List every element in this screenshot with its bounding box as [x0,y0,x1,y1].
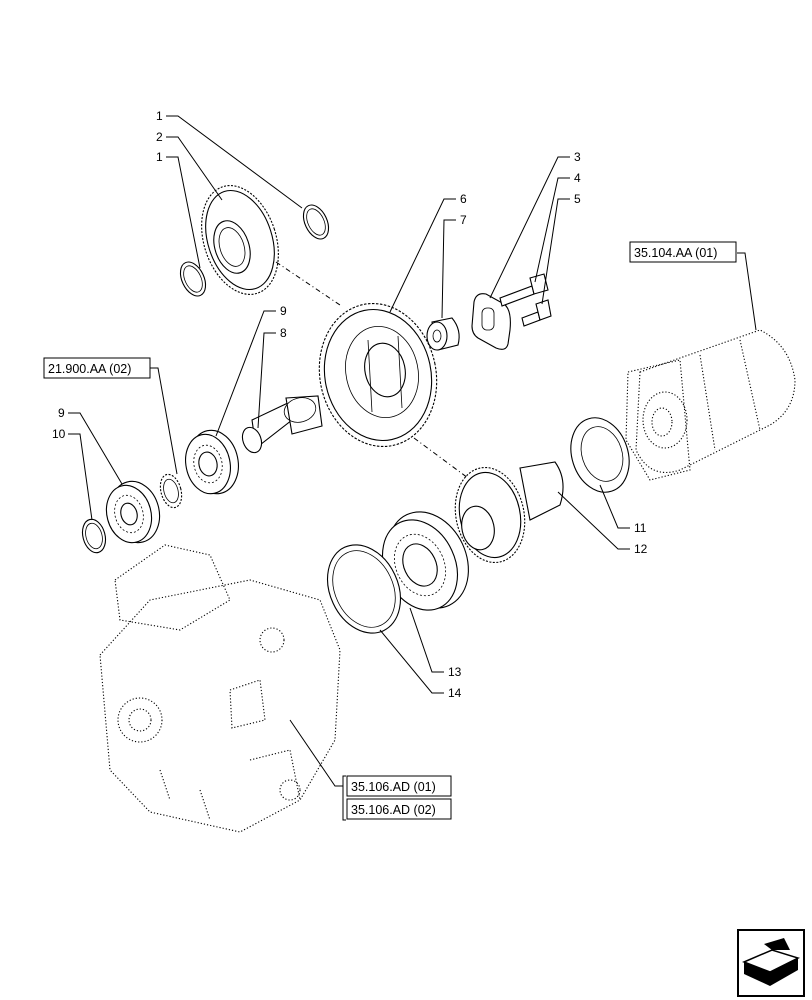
callout-8: 8 [280,326,287,340]
bushing-7 [426,317,460,351]
ref-box-35106-01[interactable]: 35.106.AD (01) [346,775,452,797]
callout-2: 2 [156,130,163,144]
callout-12: 12 [634,542,648,556]
callout-7: 7 [460,213,467,227]
bolt-5 [521,299,552,327]
snap-ring-1-right [302,204,330,240]
ghost-motor [625,329,796,481]
ring-10 [81,518,107,554]
axis-line-middle [413,437,469,479]
ring-14 [327,544,401,634]
callout-9a: 9 [280,304,287,318]
snap-ring-1-left [179,261,207,297]
callout-3: 3 [574,150,581,164]
gear-6 [318,302,438,448]
plate-3 [471,293,511,350]
callout-10: 10 [52,427,66,441]
gear-shaft-12 [454,461,564,564]
bearing-13 [382,511,469,611]
leader-lines [68,115,757,787]
shaft-8 [241,395,323,454]
bearing-9-upper [185,429,239,495]
ref-box-21900[interactable]: 21.900.AA (02) [43,357,151,379]
next-page-arrow-icon[interactable] [737,929,805,997]
bolt-4 [499,273,549,307]
callout-4: 4 [574,171,581,185]
ref-35106-02-text: 35.106.AD (02) [351,803,436,817]
axis-line-upper [275,261,341,306]
ref-21900-text: 21.900.AA (02) [48,362,131,376]
ref-box-35106-02[interactable]: 35.106.AD (02) [346,798,452,820]
callout-13: 13 [448,665,462,679]
bearing-9-lower [105,480,161,544]
gear-2 [201,185,279,295]
ref-35106-01-text: 35.106.AD (01) [351,780,436,794]
seal-11 [570,417,630,493]
ring-21900 [159,473,183,509]
ref-box-35106-group: 35.106.AD (01) 35.106.AD (02) [342,775,452,821]
callout-5: 5 [574,192,581,206]
callout-1a: 1 [156,109,163,123]
callout-1b: 1 [156,150,163,164]
callout-11: 11 [634,521,647,535]
callout-6: 6 [460,192,467,206]
callout-14: 14 [448,686,462,700]
ghost-pump-housing [99,544,341,833]
ref-35104-text: 35.104.AA (01) [634,246,717,260]
ref-box-35104[interactable]: 35.104.AA (01) [629,241,737,263]
callout-9b: 9 [58,406,65,420]
